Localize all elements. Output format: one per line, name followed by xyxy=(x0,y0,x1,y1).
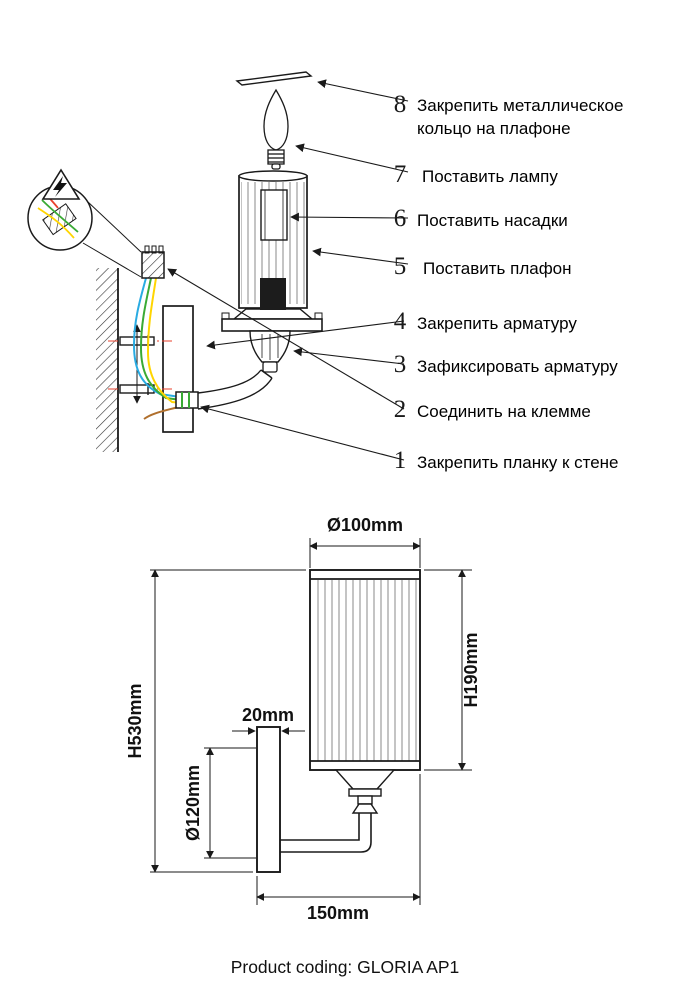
wire-green xyxy=(139,277,182,401)
step-8-label-line1: Закрепить металлическое xyxy=(417,96,623,115)
step-3-number: 3 xyxy=(394,351,407,378)
step-6-number: 6 xyxy=(394,205,407,232)
dim-text-shade-height: H190mm xyxy=(461,632,481,707)
step-1-label: Закрепить планку к стене xyxy=(417,453,619,472)
leader-7 xyxy=(295,143,409,173)
step-8-label-line2: кольцо на плафоне xyxy=(417,119,571,138)
step-7-label: Поставить лампу xyxy=(422,167,558,186)
wires xyxy=(132,277,183,420)
dimension-texts: Ø100mm H190mm H530mm 20mm Ø120mm 150mm xyxy=(125,515,481,923)
arm-tube xyxy=(197,369,273,410)
step-2-label: Соединить на клемме xyxy=(417,402,591,421)
electric-warning-icon xyxy=(41,168,81,200)
leader-4 xyxy=(206,320,405,350)
leader-8 xyxy=(317,79,409,102)
metal-ring xyxy=(235,71,313,86)
step-6-label: Поставить насадки xyxy=(417,211,568,230)
dim-text-bracket-depth: 20mm xyxy=(242,705,294,725)
dim-shade-height xyxy=(424,569,472,771)
leader-3 xyxy=(293,347,405,365)
dim-text-total-height: H530mm xyxy=(125,683,145,758)
wire-yellow xyxy=(146,277,183,404)
step-5-label: Поставить плафон xyxy=(423,259,572,278)
terminal-block xyxy=(141,245,165,279)
step-4-label: Закрепить арматуру xyxy=(417,314,577,333)
dim-text-projection: 150mm xyxy=(307,903,369,923)
dim-text-backplate-diameter: Ø120mm xyxy=(183,765,203,841)
step-1-number: 1 xyxy=(394,447,407,474)
leader-5 xyxy=(312,247,409,265)
dim-shade-diameter xyxy=(309,538,421,568)
wire-blue xyxy=(132,277,181,398)
wall xyxy=(96,268,119,452)
step-5-number: 5 xyxy=(394,253,407,280)
dim-projection xyxy=(256,774,421,905)
leader-1 xyxy=(200,404,405,461)
dim-total-height xyxy=(150,569,306,873)
lamp-socket xyxy=(260,278,286,310)
dim-arm xyxy=(280,813,372,853)
candle-bulb xyxy=(263,88,289,170)
dimension-drawing xyxy=(150,538,472,905)
dim-backplate-diameter xyxy=(204,747,256,859)
mounting-strip xyxy=(162,305,194,433)
step-8-number: 8 xyxy=(394,91,407,118)
connection-detail xyxy=(27,168,142,278)
assembly-diagram xyxy=(27,71,409,461)
product-coding: Product coding: GLORIA AP1 xyxy=(231,957,460,977)
step-7-number: 7 xyxy=(394,161,407,188)
fixture-bracket xyxy=(221,308,323,373)
strip-connector xyxy=(175,391,199,409)
dim-text-shade-diameter: Ø100mm xyxy=(327,515,403,535)
step-3-label: Зафиксировать арматуру xyxy=(417,357,618,376)
leader-lines xyxy=(167,79,409,461)
leader-2 xyxy=(167,268,405,410)
step-2-number: 2 xyxy=(394,396,407,423)
glass-shade xyxy=(238,170,308,310)
dim-backplate xyxy=(256,726,281,873)
leader-6 xyxy=(290,212,409,222)
step-labels: 8 Закрепить металлическое кольцо на плаф… xyxy=(394,91,624,474)
step-4-number: 4 xyxy=(394,308,407,335)
dim-shade xyxy=(309,569,421,771)
dim-fitter xyxy=(334,769,396,814)
